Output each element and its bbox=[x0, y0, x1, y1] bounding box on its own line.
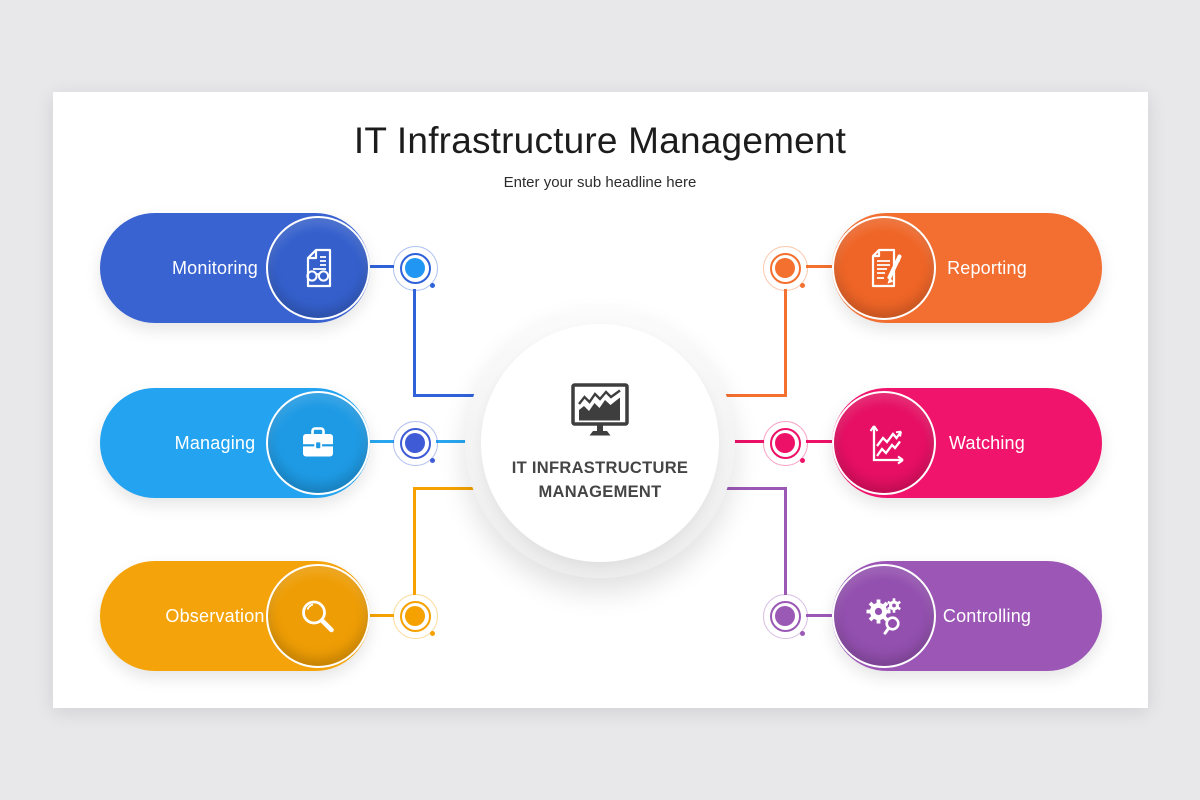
node-inner-ring bbox=[399, 600, 431, 632]
connector-monitoring bbox=[370, 265, 394, 268]
node-accent-dot bbox=[800, 283, 805, 288]
pill-managing: Managing bbox=[100, 388, 370, 498]
pill-observation: Observation bbox=[100, 561, 370, 671]
pill-reporting-label: Reporting bbox=[947, 257, 1027, 278]
gears-magnifier-icon bbox=[832, 564, 936, 668]
connector-observation bbox=[370, 614, 394, 617]
node-outer-ring bbox=[392, 593, 438, 639]
node-dot bbox=[775, 258, 795, 278]
document-glasses-icon bbox=[266, 216, 370, 320]
connector-controlling bbox=[784, 489, 787, 595]
connector-watching bbox=[806, 440, 832, 443]
connector-watching bbox=[730, 440, 764, 443]
connector-managing bbox=[436, 440, 470, 443]
connector-reporting bbox=[806, 265, 832, 268]
node-accent-dot bbox=[430, 631, 435, 636]
node-accent-dot bbox=[430, 283, 435, 288]
node-outer-ring bbox=[762, 245, 808, 291]
connector-node-controlling bbox=[762, 593, 808, 639]
center-hub-label-line2: MANAGEMENT bbox=[538, 482, 662, 501]
briefcase-icon bbox=[266, 391, 370, 495]
center-hub-label-line1: IT INFRASTRUCTURE bbox=[511, 458, 689, 477]
page-subtitle: Enter your sub headline here bbox=[503, 174, 697, 191]
node-outer-ring bbox=[762, 593, 808, 639]
pill-watching: Watching bbox=[832, 388, 1102, 498]
pill-monitoring: Monitoring bbox=[100, 213, 370, 323]
node-outer-ring bbox=[392, 245, 438, 291]
connector-controlling bbox=[806, 614, 832, 617]
pill-monitoring-label: Monitoring bbox=[171, 257, 259, 278]
node-dot bbox=[405, 606, 425, 626]
connector-monitoring bbox=[413, 394, 480, 397]
connector-node-reporting bbox=[762, 245, 808, 291]
connector-controlling bbox=[720, 487, 787, 490]
pill-observation-label: Observation bbox=[165, 605, 265, 626]
pill-reporting: Reporting bbox=[832, 213, 1102, 323]
pill-watching-label: Watching bbox=[949, 432, 1025, 453]
document-pencil-icon bbox=[832, 216, 936, 320]
connector-node-monitoring bbox=[392, 245, 438, 291]
node-dot bbox=[405, 433, 425, 453]
node-dot bbox=[775, 433, 795, 453]
pill-managing-label: Managing bbox=[174, 432, 256, 453]
center-hub-label: IT INFRASTRUCTURE MANAGEMENT bbox=[512, 457, 689, 505]
monitor-chart-icon bbox=[569, 382, 631, 443]
connector-monitoring bbox=[413, 289, 416, 397]
node-dot bbox=[775, 606, 795, 626]
node-outer-ring bbox=[392, 420, 438, 466]
node-accent-dot bbox=[800, 458, 805, 463]
pill-controlling: Controlling bbox=[832, 561, 1102, 671]
connector-managing bbox=[370, 440, 394, 443]
connector-node-managing bbox=[392, 420, 438, 466]
connector-observation bbox=[413, 489, 416, 595]
magnifier-icon bbox=[266, 564, 370, 668]
connector-reporting bbox=[720, 394, 787, 397]
center-hub-inner: IT INFRASTRUCTURE MANAGEMENT bbox=[481, 324, 719, 562]
connector-reporting bbox=[784, 289, 787, 397]
node-outer-ring bbox=[762, 420, 808, 466]
node-dot bbox=[405, 258, 425, 278]
node-accent-dot bbox=[800, 631, 805, 636]
node-accent-dot bbox=[430, 458, 435, 463]
connector-node-observation bbox=[392, 593, 438, 639]
page-title: IT Infrastructure Management bbox=[353, 120, 847, 161]
pill-controlling-label: Controlling bbox=[942, 605, 1032, 626]
line-chart-icon bbox=[832, 391, 936, 495]
connector-observation bbox=[413, 487, 480, 490]
center-hub: IT INFRASTRUCTURE MANAGEMENT bbox=[465, 308, 735, 578]
connector-node-watching bbox=[762, 420, 808, 466]
